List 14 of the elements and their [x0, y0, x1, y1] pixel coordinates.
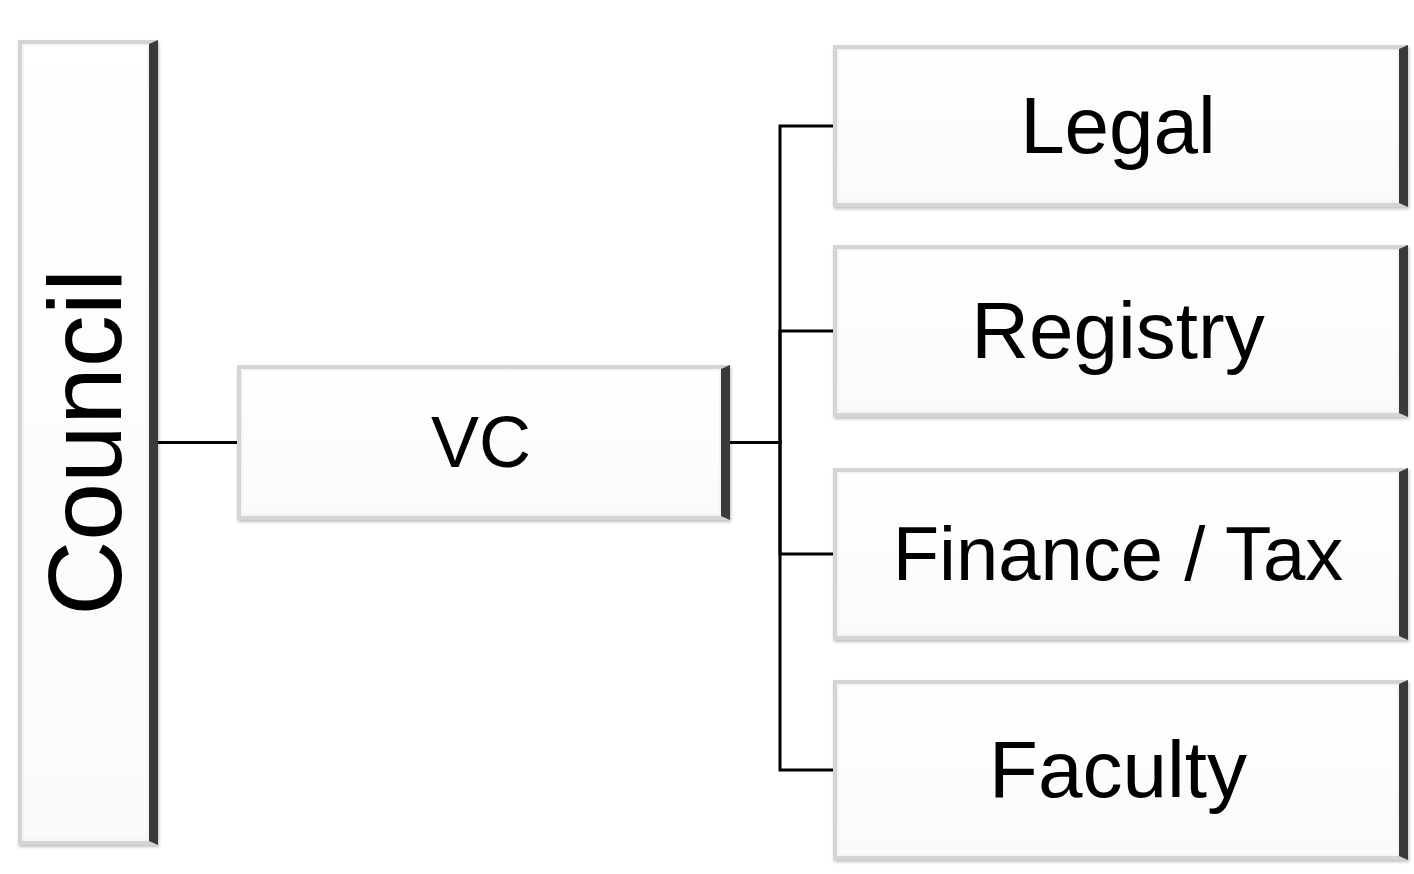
- box-label: Registry: [971, 287, 1265, 375]
- org-box: [237, 365, 730, 520]
- connector-line: [158, 441, 237, 444]
- box-label: Legal: [1020, 82, 1216, 170]
- org-box: [833, 680, 1408, 860]
- org-box: [833, 45, 1408, 207]
- org-box: [833, 468, 1408, 640]
- box-label: Faculty: [989, 726, 1247, 814]
- connector-line: [730, 441, 833, 772]
- org-box: [833, 245, 1408, 417]
- box-label: Council: [28, 269, 143, 616]
- box-label: VC: [431, 402, 531, 483]
- org-box: [18, 40, 158, 845]
- box-label: Finance / Tax: [892, 512, 1344, 596]
